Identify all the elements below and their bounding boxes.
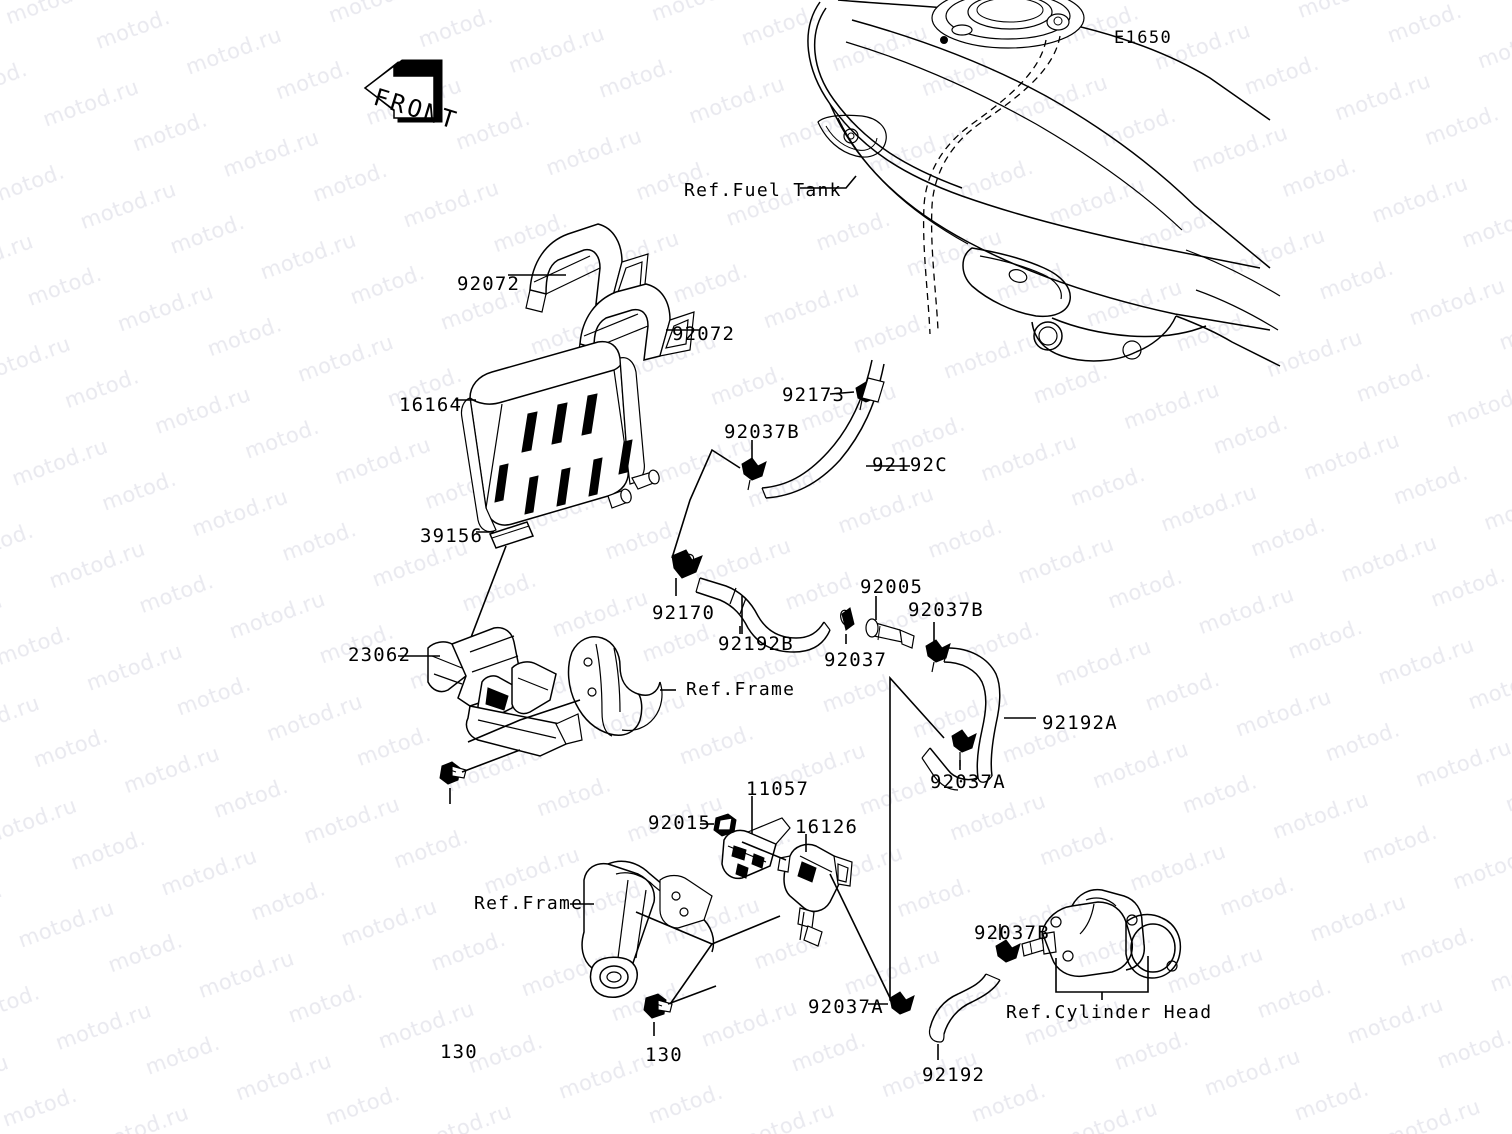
- part-label-92192A: 92192A: [1042, 712, 1118, 734]
- part-label-11057: 11057: [746, 778, 810, 800]
- part-label-92037B-mid: 92037B: [908, 599, 984, 621]
- diagram-code: E1650: [1114, 28, 1173, 48]
- part-label-92005: 92005: [860, 576, 924, 598]
- part-label-92072-lower: 92072: [672, 323, 736, 345]
- part-label-92037: 92037: [824, 649, 888, 671]
- part-label-92015: 92015: [648, 812, 712, 834]
- ref-fuel-tank-label: Ref.Fuel Tank: [684, 180, 842, 201]
- part-label-92170: 92170: [652, 602, 716, 624]
- part-label-39156: 39156: [420, 525, 484, 547]
- part-label-23062: 23062: [348, 644, 412, 666]
- part-label-92037B-lower: 92037B: [974, 922, 1050, 944]
- ref-cylinder-head-label: Ref.Cylinder Head: [1006, 1002, 1213, 1023]
- ref-frame-label-upper: Ref.Frame: [686, 679, 796, 700]
- part-label-92192B: 92192B: [718, 633, 794, 655]
- part-label-92173: 92173: [782, 384, 846, 406]
- part-label-92072-upper: 92072: [457, 273, 521, 295]
- part-label-130-lower: 130: [645, 1044, 683, 1066]
- part-label-92037B-upper: 92037B: [724, 421, 800, 443]
- part-label-92192C: 92192C: [872, 454, 948, 476]
- part-label-16126: 16126: [795, 816, 859, 838]
- part-label-92037A-mid: 92037A: [930, 771, 1006, 793]
- part-label-16164: 16164: [399, 394, 463, 416]
- part-label-130-upper: 130: [440, 1041, 478, 1063]
- part-label-92192: 92192: [922, 1064, 986, 1086]
- ref-frame-label-lower: Ref.Frame: [474, 893, 584, 914]
- part-label-92037A-lower: 92037A: [808, 996, 884, 1018]
